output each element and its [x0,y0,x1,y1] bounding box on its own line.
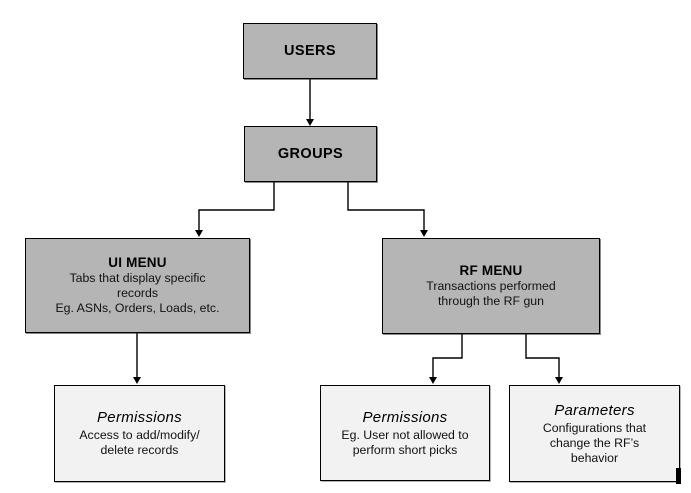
node-groups: GROUPS [244,126,377,182]
node-rf-parameters: Parameters Configurations that change th… [509,385,680,482]
arrowhead-rf-parameters [555,377,563,384]
arrowhead-rf-permissions [429,377,437,384]
edge-rf-menu-permissions [432,334,463,377]
node-rf-parameters-title: Parameters [554,401,635,419]
node-rf-permissions-line: perform short picks [352,442,458,457]
node-rf-parameters-line: Configurations that [542,420,647,435]
node-rf-parameters-line: change the RF’s [549,435,640,450]
node-ui-menu-line: Tabs that display specific [69,271,206,285]
node-ui-permissions-line: Access to add/modify/ [79,428,200,442]
node-ui-permissions: Permissions Access to add/modify/ delete… [54,385,225,482]
node-groups-title: GROUPS [277,145,344,162]
edge-groups-ui-menu [198,182,275,230]
node-rf-permissions-line: Eg. User not allowed to [341,427,469,442]
arrowhead-groups [306,119,314,126]
edge-rf-menu-parameters [525,334,560,377]
node-ui-menu-title: UI MENU [108,255,167,270]
node-ui-menu-line: records [116,286,158,300]
node-ui-menu-line: Eg. ASNs, Orders, Loads, etc. [55,301,220,315]
edge-groups-rf-menu [347,182,425,230]
print-artifact-mark [676,468,681,484]
arrowhead-rf-menu [420,230,428,237]
node-users: USERS [243,23,377,79]
node-ui-permissions-title: Permissions [97,409,182,426]
node-rf-menu-title: RF MENU [459,263,523,278]
node-ui-menu: UI MENU Tabs that display specific recor… [25,238,250,333]
node-rf-permissions-title: Permissions [362,408,448,426]
node-rf-menu: RF MENU Transactions performed through t… [382,238,600,334]
node-ui-permissions-line: delete records [100,443,179,457]
node-rf-permissions: Permissions Eg. User not allowed to perf… [320,385,490,481]
arrowhead-ui-permissions [133,377,141,384]
node-rf-parameters-line: behavior [570,450,619,465]
node-users-title: USERS [284,42,336,59]
arrowhead-ui-menu [195,230,203,237]
node-rf-menu-line: through the RF gun [438,294,544,308]
node-rf-menu-line: Transactions performed [426,279,556,293]
